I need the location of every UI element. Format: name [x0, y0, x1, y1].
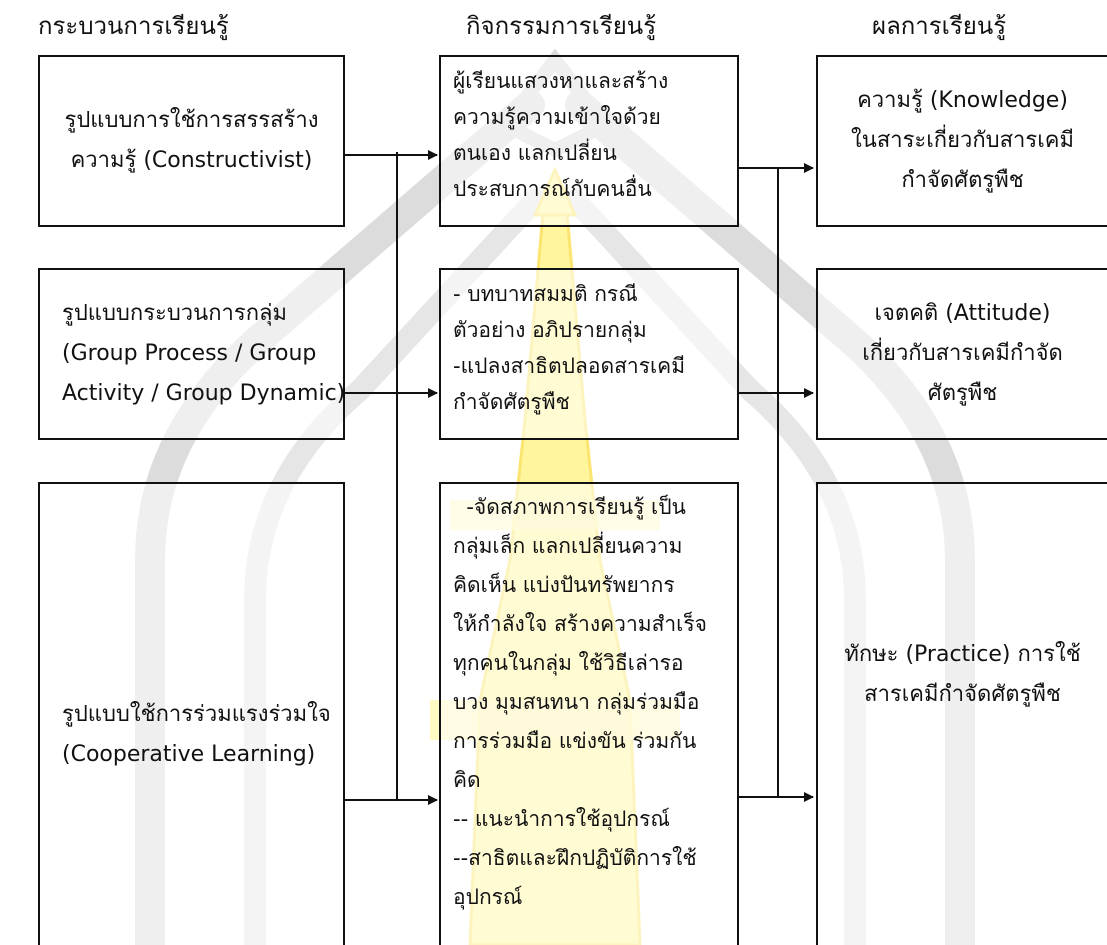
process-text-line: (Cooperative Learning)	[62, 741, 316, 767]
header-process: กระบวนการเรียนรู้	[38, 12, 229, 40]
activity-text-line: -แปลงสาธิตปลอดสารเคมี	[453, 354, 686, 378]
activity-text-line: คิด	[453, 768, 481, 792]
process-box-cooperative: รูปแบบใช้การร่วมแรงร่วมใจ (Cooperative L…	[38, 482, 345, 945]
activity-text-line: บวง มุมสนทนา กลุ่มร่วมมือ	[453, 690, 700, 714]
outcome-text-line: ในสาระเกี่ยวกับสารเคมี	[851, 128, 1074, 153]
outcome-text-line: กำจัดศัตรูพืช	[901, 168, 1024, 193]
outcome-box-knowledge: ความรู้ (Knowledge) ในสาระเกี่ยวกับสารเค…	[816, 55, 1107, 227]
process-box-constructivist: รูปแบบการใช้การสรรสร้าง ความรู้ (Constru…	[38, 55, 345, 227]
process-text-line: รูปแบบการใช้การสรรสร้าง	[64, 108, 319, 133]
outcome-box-attitude: เจตคติ (Attitude) เกี่ยวกับสารเคมีกำจัด …	[816, 268, 1107, 440]
activity-text-line: -จัดสภาพการเรียนรู้ เป็น	[453, 495, 686, 519]
outcome-text-line: เกี่ยวกับสารเคมีกำจัด	[862, 341, 1063, 366]
activity-box-constructivist: ผู้เรียนแสวงหาและสร้าง ความรู้ความเข้าใจ…	[439, 55, 739, 227]
activity-text-line: การร่วมมือ แข่งขัน ร่วมกัน	[453, 729, 697, 753]
activity-text-line: - บทบาทสมมติ กรณี	[453, 282, 638, 306]
activity-text-line: ทุกคนในกลุ่ม ใช้วิธีเล่ารอ	[453, 651, 684, 675]
activity-text-line: ความรู้ความเข้าใจด้วย	[453, 105, 661, 129]
activity-text-line: ตัวอย่าง อภิปรายกลุ่ม	[453, 318, 647, 342]
header-outcome: ผลการเรียนรู้	[872, 12, 1007, 40]
activity-text-line: --สาธิตและฝึกปฏิบัติการใช้	[453, 846, 697, 870]
activity-text-line: ประสบการณ์กับคนอื่น	[453, 177, 652, 201]
activity-text-line: กำจัดศัตรูพืช	[453, 390, 570, 414]
activity-text-line: ผู้เรียนแสวงหาและสร้าง	[453, 69, 669, 93]
process-text-line: (Group Process / Group	[62, 341, 317, 366]
outcome-box-practice: ทักษะ (Practice) การใช้ สารเคมีกำจัดศัตร…	[816, 482, 1107, 945]
activity-text-line: -- แนะนำการใช้อุปกรณ์	[453, 807, 670, 831]
activity-text-line: อุปกรณ์	[453, 885, 523, 909]
process-box-group: รูปแบบกระบวนการกลุ่ม (Group Process / Gr…	[38, 268, 345, 440]
outcome-text-line: ความรู้ (Knowledge)	[857, 88, 1068, 113]
activity-box-group: - บทบาทสมมติ กรณี ตัวอย่าง อภิปรายกลุ่ม …	[439, 268, 739, 440]
activity-text-line: ให้กำลังใจ สร้างความสำเร็จ	[453, 612, 707, 636]
process-text-line: รูปแบบใช้การร่วมแรงร่วมใจ	[62, 701, 331, 727]
outcome-text-line: ทักษะ (Practice) การใช้	[844, 641, 1081, 667]
process-text-line: ความรู้ (Constructivist)	[70, 148, 313, 173]
activity-box-cooperative: -จัดสภาพการเรียนรู้ เป็น กลุ่มเล็ก แลกเป…	[439, 482, 739, 945]
header-activity: กิจกรรมการเรียนรู้	[466, 12, 657, 40]
activity-text-line: ตนเอง แลกเปลี่ยน	[453, 141, 617, 165]
activity-text-line: กลุ่มเล็ก แลกเปลี่ยนความ	[453, 534, 683, 558]
outcome-text-line: เจตคติ (Attitude)	[874, 301, 1051, 326]
outcome-text-line: ศัตรูพืช	[927, 381, 998, 406]
process-text-line: รูปแบบกระบวนการกลุ่ม	[62, 301, 287, 326]
outcome-text-line: สารเคมีกำจัดศัตรูพืช	[864, 681, 1061, 707]
process-text-line: Activity / Group Dynamic)	[62, 381, 346, 406]
activity-text-line: คิดเห็น แบ่งปันทรัพยากร	[453, 573, 675, 597]
